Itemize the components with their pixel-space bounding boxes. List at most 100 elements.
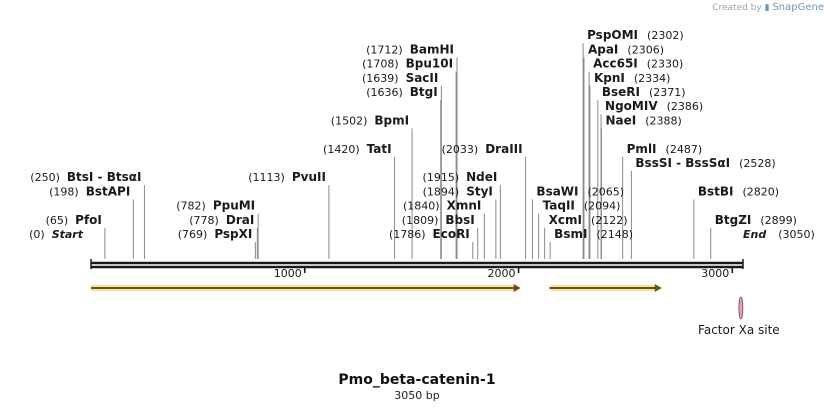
enzyme-site-btgi: (1636)BtgI (366, 85, 438, 99)
enzyme-position: (2094) (584, 200, 621, 213)
enzyme-label: (1420)TatI (323, 142, 392, 156)
enzyme-name: BssSI - BssSαI (635, 156, 730, 170)
enzyme-label: XcmI (2122) (549, 213, 628, 227)
enzyme-name: BamHI (410, 42, 454, 56)
enzyme-label: ApaI (2306) (588, 42, 664, 56)
snapgene-credit: Created by ▮ SnapGene (712, 2, 824, 13)
enzyme-position: (782) (176, 200, 206, 213)
enzyme-position: (2899) (760, 214, 797, 227)
enzyme-site-bpu10i: (1708)Bpu10I (362, 57, 453, 71)
enzyme-label: (2033) DraIII (442, 142, 523, 156)
enzyme-position: (2302) (647, 29, 684, 42)
enzyme-site-ppumi: (782) PpuMI (176, 199, 255, 213)
enzyme-name: NaeI (605, 113, 636, 127)
enzyme-position: (1113) (248, 171, 285, 184)
enzyme-label: BseRI(2371) (602, 85, 686, 99)
start-label-text: Start (52, 228, 84, 241)
enzyme-site-taqii: TaqII(2094) (543, 199, 621, 213)
enzyme-name: PpuMI (213, 199, 255, 213)
enzyme-label: (1894) StyI (423, 184, 493, 198)
enzyme-label: (1113)PvuII (248, 170, 326, 184)
enzyme-position: (2122) (591, 214, 628, 227)
enzyme-name: SacII (406, 71, 439, 85)
enzyme-label: BtgZI (2899) (715, 213, 797, 227)
enzyme-name: PfoI (75, 213, 102, 227)
enzyme-name: BtgZI (715, 213, 752, 227)
enzyme-name: XcmI (549, 213, 582, 227)
enzyme-label: NgoMIV (2386) (605, 99, 703, 113)
enzyme-site-bstapi: (198)BstAPI (49, 184, 130, 198)
sequence-length: 3050 bp (394, 389, 440, 402)
enzyme-site-kpni: KpnI(2334) (594, 71, 670, 85)
enzyme-label: (250)BtsI - BtsαI (30, 170, 141, 184)
ruler-tick-label: 1000 (274, 267, 302, 280)
enzyme-name: BtsI - BtsαI (67, 170, 142, 184)
enzyme-name: StyI (466, 184, 493, 198)
enzyme-site-bsawi: BsaWI (2065) (536, 184, 624, 198)
enzyme-label: (1809)BbsI (402, 213, 475, 227)
enzyme-label: (782) PpuMI (176, 199, 255, 213)
enzyme-name: BpmI (374, 113, 409, 127)
enzyme-position: (1786) (389, 228, 426, 241)
enzyme-name: DraIII (485, 142, 522, 156)
enzyme-label: (1915)NdeI (423, 170, 498, 184)
enzyme-name: BtgI (410, 85, 438, 99)
enzyme-name: ApaI (588, 42, 618, 56)
enzyme-position: (2148) (596, 228, 633, 241)
enzyme-site-acc65i: Acc65I (2330) (593, 57, 683, 71)
enzyme-site-btgzi: BtgZI (2899) (715, 213, 797, 227)
enzyme-name: BstBI (698, 184, 734, 198)
enzyme-label: TaqII(2094) (543, 199, 621, 213)
enzyme-position: (2371) (649, 86, 686, 99)
enzyme-label: (65) PfoI (46, 213, 102, 227)
enzyme-name: BsaWI (536, 184, 578, 198)
enzyme-site-pvuii: (1113)PvuII (248, 170, 326, 184)
sequence-title: Pmo_beta-catenin-1 (338, 372, 496, 388)
enzyme-position: (2386) (667, 100, 704, 113)
enzyme-position: (1809) (402, 214, 439, 227)
credit-prefix: Created by (712, 3, 762, 13)
enzyme-position: (2334) (634, 72, 671, 85)
enzyme-position: (2820) (742, 185, 779, 198)
orf-arrow-head (654, 284, 662, 292)
enzyme-site-drai: (778)DraI (189, 213, 254, 227)
enzyme-site-ecori: (1786) EcoRI (389, 227, 470, 241)
enzyme-site-apai: ApaI (2306) (588, 42, 664, 56)
enzyme-label: BsmI(2148) (554, 227, 633, 241)
enzyme-label: PmlI(2487) (627, 142, 702, 156)
enzyme-site-bsmi: BsmI(2148) (554, 227, 633, 241)
enzyme-name: NgoMIV (605, 99, 658, 113)
enzyme-name: TatI (367, 142, 392, 156)
enzyme-name: Bpu10I (406, 57, 453, 71)
enzyme-name: EcoRI (433, 227, 470, 241)
orf-feature-arrow (549, 284, 662, 292)
orf-feature-arrow (91, 284, 521, 292)
enzyme-site-bamhi: (1712)BamHI (366, 42, 454, 56)
enzyme-site-ngomiv: NgoMIV (2386) (605, 99, 703, 113)
enzyme-site-sacii: (1639)SacII (362, 71, 438, 85)
credit-brand: SnapGene (772, 2, 824, 13)
enzyme-position: (2528) (739, 157, 776, 170)
enzyme-label: (769)PspXI (178, 227, 253, 241)
enzyme-site-tati: (1420)TatI (323, 142, 392, 156)
enzyme-position: (1915) (423, 171, 460, 184)
enzyme-site-bseri: BseRI(2371) (602, 85, 686, 99)
factor-xa-site-label: Factor Xa site (698, 323, 780, 337)
enzyme-position: (769) (178, 228, 208, 241)
enzyme-position: (2306) (627, 43, 664, 56)
orf-arrow-head (513, 284, 521, 292)
enzyme-label: PspOMI(2302) (587, 28, 684, 42)
end-position: (3050) (778, 228, 815, 241)
enzyme-site-bstbi: BstBI (2820) (698, 184, 779, 198)
enzyme-position: (2065) (588, 185, 625, 198)
enzyme-site-bpmi: (1502)BpmI (331, 113, 409, 127)
enzyme-position: (1840) (403, 200, 440, 213)
enzyme-site-pfoi: (65) PfoI (46, 213, 102, 227)
enzyme-site-pspomi: PspOMI(2302) (587, 28, 684, 42)
enzyme-name: XmnI (447, 199, 482, 213)
enzyme-position: (2033) (442, 143, 479, 156)
enzyme-name: Acc65I (593, 57, 638, 71)
enzyme-position: (65) (46, 214, 69, 227)
enzyme-position: (2330) (647, 58, 684, 71)
enzyme-position: (1894) (423, 185, 460, 198)
